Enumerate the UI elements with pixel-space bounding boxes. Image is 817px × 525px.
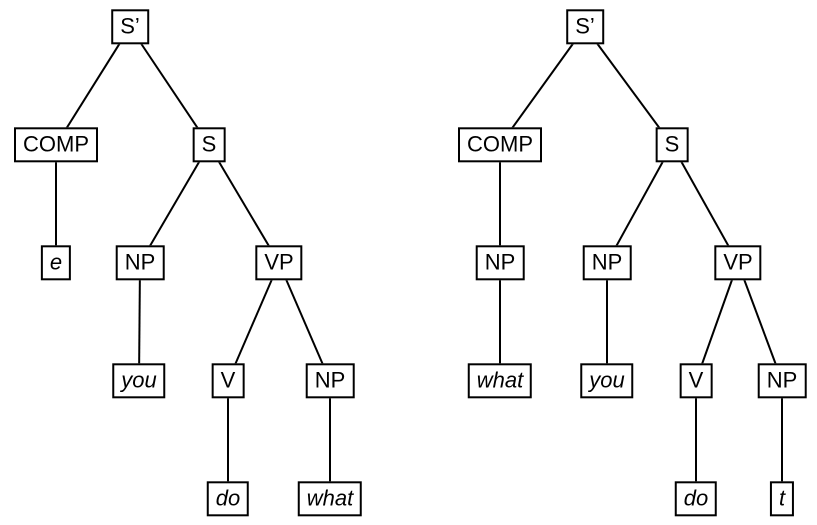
- left-tree-node-vp: VP: [255, 245, 303, 281]
- right-tree-node-you: you: [580, 363, 634, 399]
- right-tree-edge-s-np-subj: [606, 144, 673, 264]
- right-tree-node-np-wh: NP: [475, 245, 525, 281]
- right-tree-node-sbar: S’: [566, 9, 604, 45]
- left-tree-node-what: what: [297, 481, 363, 517]
- right-tree-node-comp: COMP: [458, 127, 542, 163]
- left-tree-node-np-subj: NP: [115, 245, 165, 281]
- left-tree-edge-vp-np-obj: [278, 262, 331, 382]
- left-tree-edge-s-vp: [208, 144, 280, 264]
- right-tree-edge-sbar-comp: [499, 26, 586, 146]
- right-tree-node-v: V: [679, 363, 713, 399]
- right-tree-edge-sbar-s: [584, 26, 673, 146]
- right-tree-node-t: t: [769, 481, 795, 517]
- left-tree-node-v: V: [211, 363, 245, 399]
- left-tree-node-s: S: [192, 127, 226, 163]
- left-tree-node-sbar: S’: [111, 9, 149, 45]
- left-tree-edge-np-subj-you: [138, 262, 141, 382]
- left-tree-edge-sbar-comp: [55, 26, 131, 146]
- right-tree-node-vp: VP: [714, 245, 762, 281]
- left-tree-node-comp: COMP: [14, 127, 98, 163]
- right-tree-node-s: S: [655, 127, 689, 163]
- left-tree-node-e: e: [40, 245, 72, 281]
- left-tree-node-np-obj: NP: [305, 363, 355, 399]
- right-tree-edge-vp-np-obj: [737, 262, 783, 382]
- left-tree-node-do: do: [206, 481, 250, 517]
- right-tree-edge-vp-v: [695, 262, 739, 382]
- right-tree-node-what: what: [467, 363, 533, 399]
- left-tree-node-you: you: [112, 363, 166, 399]
- left-tree-edge-s-np-subj: [139, 144, 210, 264]
- right-tree-node-np-obj: NP: [757, 363, 807, 399]
- left-tree-edge-sbar-s: [129, 26, 210, 146]
- right-tree-node-np-subj: NP: [582, 245, 632, 281]
- left-tree-edge-vp-v: [227, 262, 280, 382]
- right-tree-node-do: do: [674, 481, 718, 517]
- right-tree-edge-s-vp: [671, 144, 739, 264]
